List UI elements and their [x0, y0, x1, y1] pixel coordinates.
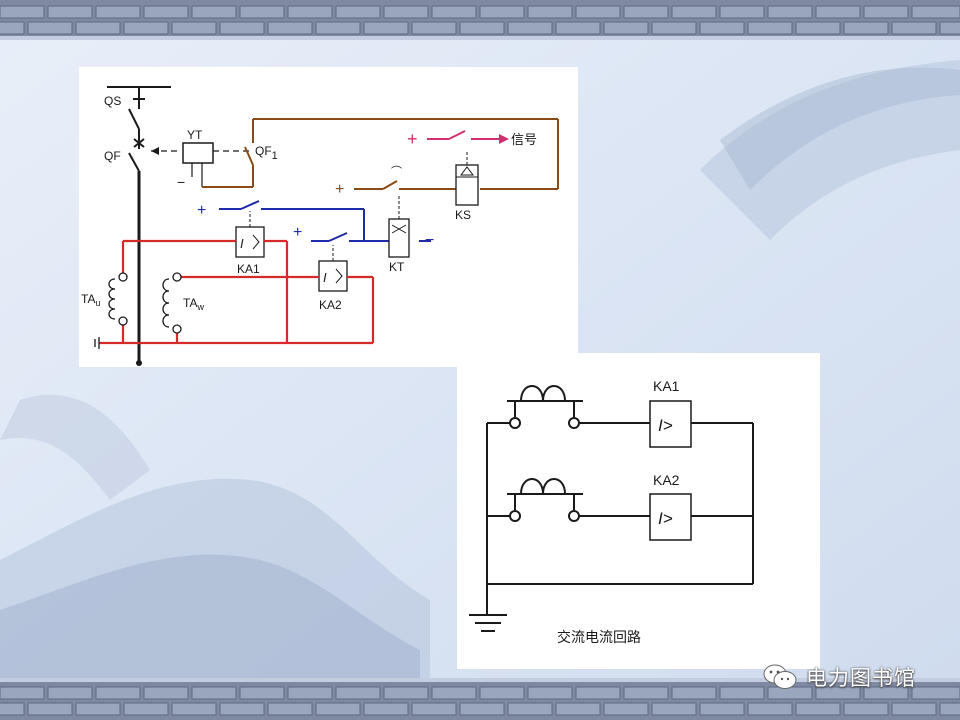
label-yt: YT [187, 128, 203, 142]
watermark-text: 电力图书馆 [806, 666, 916, 690]
signal-plus: + [407, 129, 418, 149]
current-relay-ka1 [235, 211, 265, 258]
top-brick-border [0, 0, 960, 40]
ct-upper [507, 385, 583, 429]
ka1-contact-plus: + [197, 202, 206, 219]
current-circuit [99, 239, 375, 345]
ka1-relay-label: KA1 [653, 378, 680, 394]
wechat-icon [763, 664, 797, 689]
signal-relay-ks [455, 151, 479, 206]
primary-circuit [107, 86, 171, 363]
label-ta-u: TAu [81, 292, 100, 308]
label-ta-w: TAw [183, 296, 204, 312]
bottom-brick-border [0, 678, 960, 720]
bus-terminal-dot [136, 360, 142, 366]
timer-circuit [219, 200, 431, 242]
wiring-diagram-svg: QS QF YT − [81, 86, 559, 366]
signal-circuit [427, 130, 499, 140]
ka1-relay-box [649, 400, 692, 448]
ac-circuit-wires [469, 422, 754, 632]
ac-circuit-svg: I> I> KA1 KA2 交流电流回路 [469, 378, 754, 645]
watermark: 电力图书馆 [762, 660, 916, 694]
signal-arrow-icon [499, 134, 509, 144]
ct-lower [507, 478, 583, 522]
kt-delay-mark: ⌒ [391, 165, 402, 178]
label-qs: QS [104, 94, 121, 108]
time-relay-kt [388, 195, 410, 258]
ka1-symbol: I [240, 236, 244, 251]
label-kt: KT [389, 260, 405, 274]
kt-minus: − [425, 232, 434, 249]
ka2-contact-plus: + [293, 224, 302, 241]
protection-wiring-diagram: QS QF YT − [79, 67, 578, 367]
trip-circuit [202, 118, 559, 190]
label-ka1: KA1 [237, 262, 260, 276]
ka2-relay-symbol: I> [658, 509, 673, 528]
label-ka2: KA2 [319, 298, 342, 312]
label-qf: QF [104, 149, 121, 163]
current-transformers [94, 272, 182, 349]
ac-circuit-caption: 交流电流回路 [557, 629, 641, 645]
ac-current-circuit-diagram: I> I> KA1 KA2 交流电流回路 [457, 353, 820, 669]
trip-coil-yt [151, 142, 249, 187]
ka2-symbol: I [323, 270, 327, 285]
label-signal: 信号 [511, 132, 537, 147]
ka1-relay-symbol: I> [658, 416, 673, 435]
yt-minus-sign: − [177, 174, 185, 190]
label-ks: KS [455, 208, 471, 222]
ka2-relay-box [649, 493, 692, 541]
kt-contact-plus: + [335, 181, 344, 198]
ka2-relay-label: KA2 [653, 472, 680, 488]
label-qf1: QF1 [255, 144, 278, 162]
